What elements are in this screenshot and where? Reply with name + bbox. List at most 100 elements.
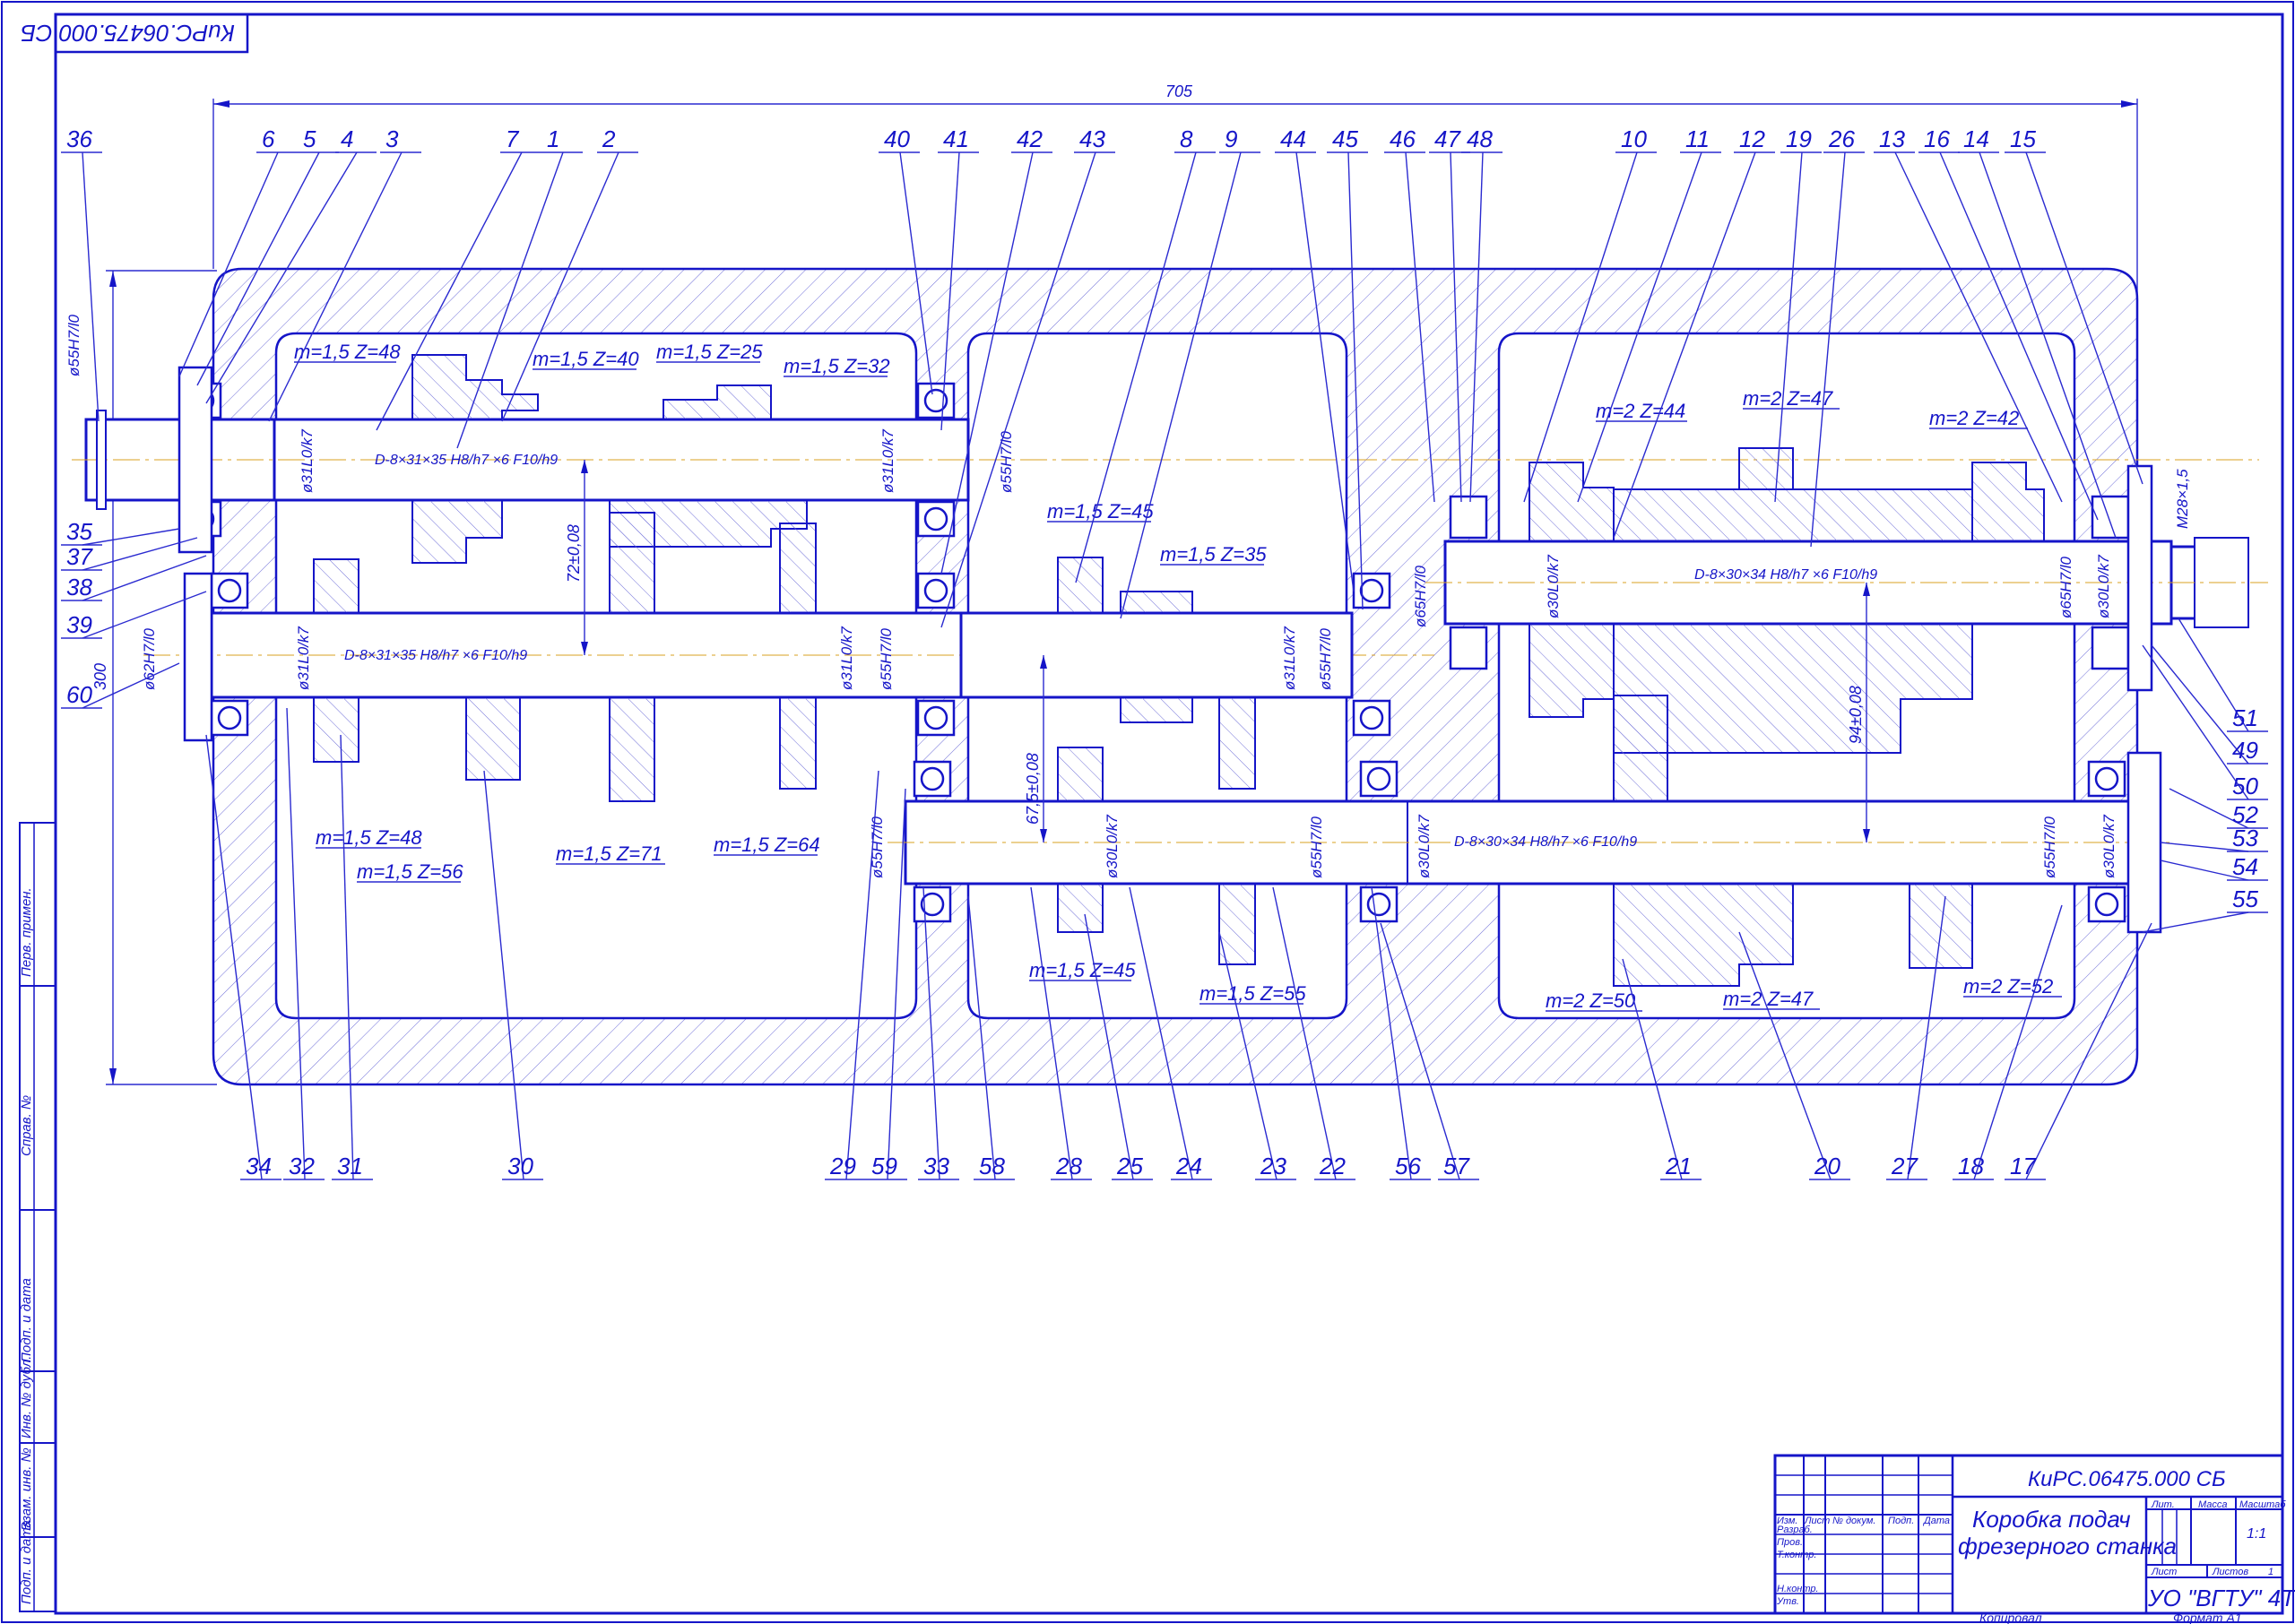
callout-23: 23: [1218, 931, 1296, 1180]
gear-labels: m=1,5 Z=48 m=1,5 Z=40 m=1,5 Z=25 m=1,5 Z…: [294, 341, 2062, 1012]
callout-number: 47: [1434, 125, 1461, 152]
fit-3: ø31L0/k7: [879, 429, 896, 493]
callout-number: 54: [2232, 853, 2258, 880]
callout-10: 10: [1523, 125, 1657, 503]
gear-label-13: m=1,5 Z=64: [714, 834, 820, 856]
callout-number: 53: [2232, 825, 2258, 851]
tb-scale-value: 1:1: [2247, 1526, 2266, 1542]
spline-3: D-8×30×34 H8/h7 ×6 F10/h9: [1694, 567, 1877, 583]
callout-number: 28: [1055, 1153, 1082, 1179]
callout-number: 37: [66, 543, 93, 570]
gear-label-8: m=2 Z=47: [1743, 387, 1833, 410]
role-razrab: Разраб.: [1777, 1525, 1813, 1535]
callout-54: 54: [2160, 853, 2268, 881]
callout-38: 38: [61, 555, 207, 601]
callout-24: 24: [1129, 886, 1212, 1180]
callout-number: 5: [303, 125, 316, 152]
gears: [313, 354, 2045, 987]
tb-sheets-value: 1: [2268, 1567, 2273, 1577]
callout-17: 17: [2005, 922, 2152, 1180]
thread-label: M28×1,5: [2174, 469, 2191, 529]
callout-number: 8: [1180, 125, 1193, 152]
callout-52: 52: [2169, 788, 2268, 829]
fit-16: ø30L0/k7: [1104, 815, 1121, 878]
callout-number: 46: [1390, 125, 1416, 152]
callout-18: 18: [1953, 904, 2063, 1180]
callout-43: 43: [940, 125, 1115, 628]
callout-11: 11: [1577, 125, 1721, 503]
callout-number: 30: [507, 1153, 533, 1179]
fit-1: ø55H7/l0: [65, 314, 82, 376]
callout-60: 60: [61, 662, 180, 709]
callout-49: 49: [2151, 644, 2268, 764]
side-podp1: Подп. и дата: [19, 1278, 34, 1362]
title-line2: фрезерного станка: [1958, 1533, 2177, 1559]
covers: [178, 366, 2162, 934]
tb-sheet: Лист: [2151, 1567, 2177, 1577]
callout-42: 42: [940, 125, 1052, 574]
callout-number: 42: [1017, 125, 1043, 152]
fit-20: ø30L0/k7: [2100, 815, 2117, 878]
stamp-code: КиРС.06475.000 СБ: [21, 20, 235, 47]
callout-number: 6: [262, 125, 275, 152]
side-perv: Перв. примен.: [19, 887, 34, 977]
tb-mass: Масса: [2198, 1499, 2228, 1510]
callout-14: 14: [1958, 125, 2117, 539]
callout-number: 33: [923, 1153, 949, 1179]
col-date: Дата: [1922, 1516, 1950, 1526]
callout-number: 36: [66, 125, 92, 152]
fit-10: ø55H7/l0: [1317, 627, 1334, 690]
callout-number: 10: [1621, 125, 1647, 152]
fit-14: ø30L0/k7: [2095, 555, 2112, 618]
fit-19: ø55H7/l0: [2041, 816, 2058, 878]
side-stamp: Перв. примен. Справ. № Подп. и дата Инв.…: [19, 822, 56, 1612]
tb-org: УО "ВГТУ" 4То: [2147, 1585, 2295, 1611]
tb-format: Формат А1: [2173, 1611, 2242, 1624]
callout-number: 59: [871, 1153, 897, 1179]
callout-44: 44: [1275, 125, 1355, 592]
callout-number: 25: [1116, 1153, 1143, 1179]
callout-57: 57: [1380, 922, 1479, 1180]
role-prov: Пров.: [1777, 1537, 1803, 1548]
spline-4: D-8×30×34 H8/h7 ×6 F10/h9: [1454, 834, 1637, 850]
top-stamp: КиРС.06475.000 СБ: [21, 13, 249, 54]
gear-label-11: m=1,5 Z=56: [357, 860, 463, 883]
callout-number: 23: [1260, 1153, 1286, 1179]
callout-56: 56: [1371, 886, 1431, 1180]
callout-number: 40: [884, 125, 910, 152]
callout-number: 43: [1079, 125, 1105, 152]
callout-25: 25: [1084, 913, 1153, 1180]
callout-number: 45: [1332, 125, 1358, 152]
callout-2: 2: [501, 125, 638, 422]
callout-59: 59: [866, 788, 907, 1180]
fit-6: ø31L0/k7: [295, 626, 312, 690]
callout-9: 9: [1120, 125, 1260, 619]
tb-scale: Масштаб: [2239, 1499, 2286, 1510]
callout-number: 12: [1739, 125, 1765, 152]
callout-15: 15: [2005, 125, 2143, 485]
callout-number: 52: [2232, 801, 2258, 828]
gear-label-10: m=1,5 Z=48: [316, 826, 422, 849]
callout-12: 12: [1613, 125, 1775, 539]
tb-copied: Копировал: [1979, 1611, 2042, 1624]
gear-label-2: m=1,5 Z=40: [533, 348, 639, 370]
callout-number: 31: [337, 1153, 363, 1179]
callout-number: 2: [602, 125, 616, 152]
tb-lit: Лит.: [2151, 1499, 2175, 1510]
spline-1: D-8×31×35 H8/h7 ×6 F10/h9: [375, 453, 558, 468]
bearings: [183, 382, 2130, 923]
callout-number: 29: [829, 1153, 856, 1179]
callout-37: 37: [61, 537, 198, 571]
callout-number: 17: [2010, 1153, 2037, 1179]
dim-94: 94±0,08: [1847, 686, 1865, 744]
callout-number: 48: [1467, 125, 1493, 152]
callout-number: 18: [1958, 1153, 1984, 1179]
fit-13: ø65H7/l0: [2057, 556, 2074, 618]
col-izm: Изм.: [1777, 1516, 1797, 1526]
shaft-bottom: [888, 799, 2169, 885]
role-nkontr: Н.контр.: [1777, 1584, 1819, 1594]
